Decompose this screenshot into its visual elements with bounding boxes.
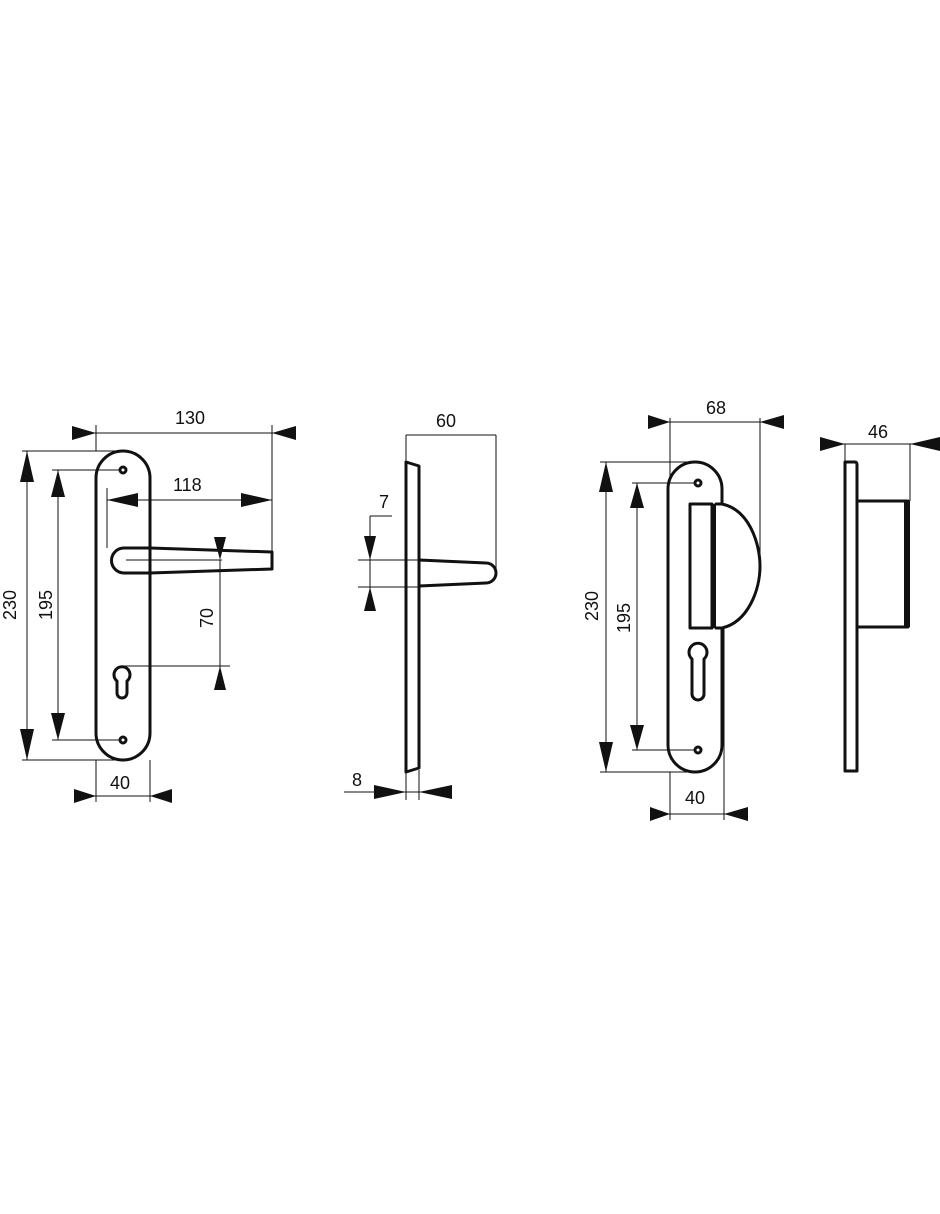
dim-plate-width: 40	[110, 773, 130, 793]
screw-hole-bottom	[118, 735, 128, 745]
dim-handle-thickness: 7	[379, 492, 389, 512]
dim-plate-height: 230	[582, 591, 602, 621]
side-view-handle-plate: 60 7 8	[344, 411, 498, 800]
dim-screw-spacing: 195	[36, 590, 56, 620]
side-view-pull-plate: 46	[820, 422, 940, 773]
dim-handle-to-keyhole: 70	[197, 608, 217, 628]
dim-projection: 60	[436, 411, 456, 431]
lever-handle	[110, 546, 274, 575]
lever-side-outline	[417, 558, 498, 588]
dim-plate-thickness: 8	[352, 770, 362, 790]
pull-grip-inner	[688, 502, 714, 630]
dim-projection: 46	[868, 422, 888, 442]
euro-keyhole	[687, 641, 709, 702]
dim-overall-width: 130	[175, 408, 205, 428]
dim-handle-length: 118	[173, 475, 202, 495]
screw-hole-top	[693, 478, 703, 488]
euro-keyhole	[112, 665, 132, 700]
front-view-handle-plate: 130 118 230 195 70 40	[0, 408, 296, 803]
front-view-pull-plate: 68 230 195 40	[582, 398, 784, 821]
screw-hole-top	[118, 465, 128, 475]
dim-overall-width: 68	[706, 398, 726, 418]
pull-side-outline	[855, 499, 910, 629]
backplate-outline	[666, 460, 724, 774]
dim-screw-spacing: 195	[614, 603, 634, 633]
screw-hole-bottom	[693, 745, 703, 755]
plate-side-outline	[843, 460, 859, 773]
pull-grip-edge	[711, 504, 716, 628]
pull-half-round	[714, 502, 762, 630]
dim-plate-width: 40	[685, 788, 705, 808]
plate-side-outline	[404, 460, 421, 774]
dim-plate-height: 230	[0, 590, 20, 620]
